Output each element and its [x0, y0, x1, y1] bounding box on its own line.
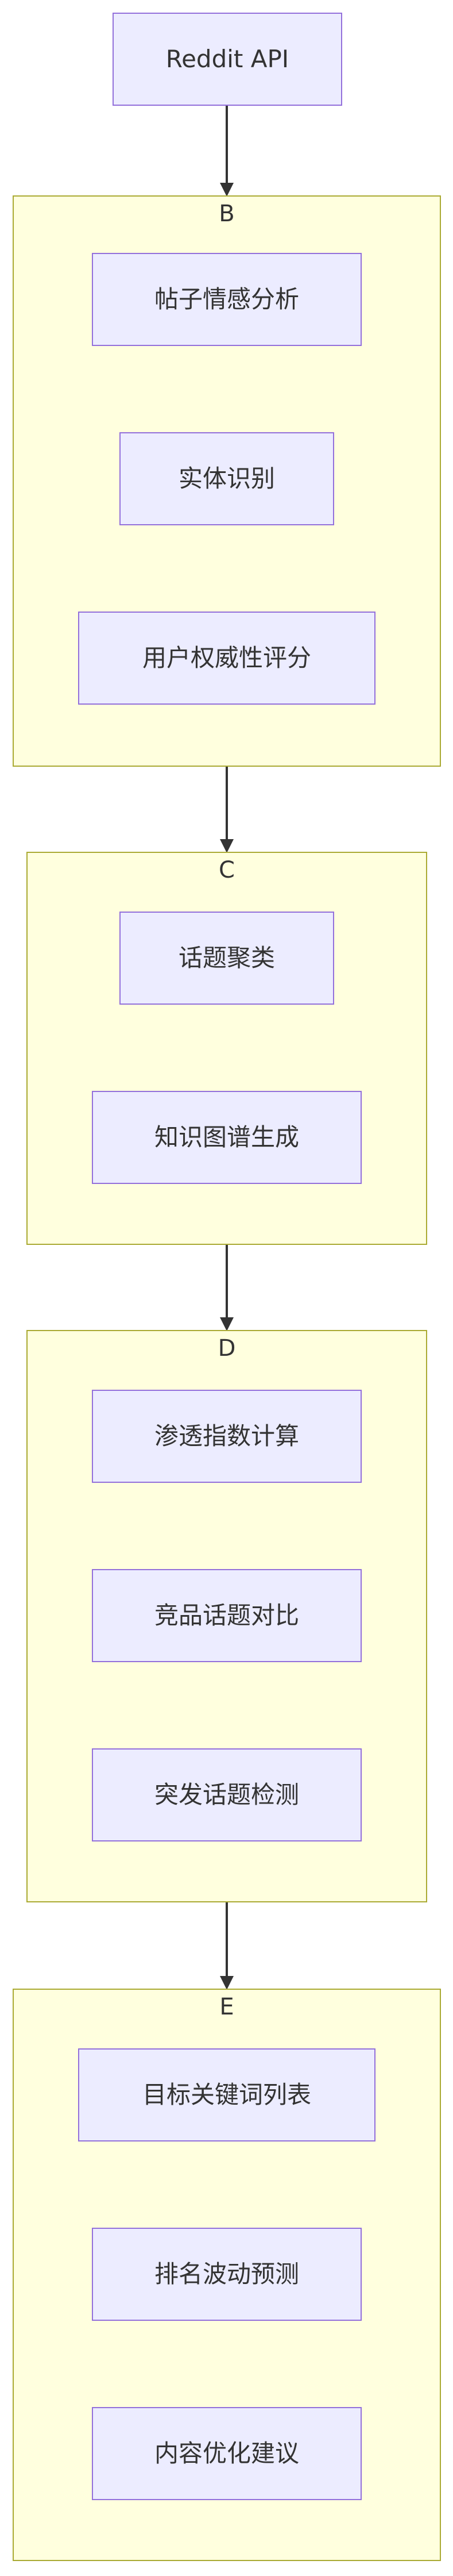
node-topic-clustering: 话题聚类: [119, 912, 334, 1005]
node-label: 目标关键词列表: [142, 2081, 311, 2109]
node-label: 话题聚类: [178, 944, 275, 972]
node-target-keyword-list: 目标关键词列表: [78, 2048, 375, 2141]
node-label: 排名波动预测: [154, 2260, 299, 2288]
cluster-b-label: B: [219, 201, 235, 227]
node-penetration-index: 渗透指数计算: [92, 1390, 362, 1483]
node-entity-recognition: 实体识别: [119, 432, 334, 525]
node-label: 知识图谱生成: [154, 1123, 299, 1151]
cluster-d-label: D: [218, 1335, 236, 1362]
node-user-authority-score: 用户权威性评分: [78, 612, 375, 705]
node-label: 内容优化建议: [154, 2439, 299, 2467]
cluster-e-label: E: [219, 1994, 234, 2020]
node-label: 竞品话题对比: [154, 1601, 299, 1629]
cluster-c: C: [26, 852, 427, 1245]
edge-d-to-e: [226, 1902, 228, 1978]
edge-c-to-d: [226, 1245, 228, 1320]
arrowhead-d-to-e: [220, 1976, 234, 1990]
node-label: 实体识别: [178, 464, 275, 493]
arrowhead-c-to-d: [220, 1317, 234, 1331]
node-trending-topic-detection: 突发话题检测: [92, 1748, 362, 1841]
node-sentiment-analysis: 帖子情感分析: [92, 253, 362, 346]
node-competitor-topic-compare: 竞品话题对比: [92, 1569, 362, 1662]
node-label: Reddit API: [165, 45, 289, 73]
arrowhead-b-to-c: [220, 839, 234, 853]
node-label: 突发话题检测: [154, 1781, 299, 1809]
arrowhead-api-to-b: [220, 183, 234, 197]
edge-b-to-c: [226, 767, 228, 841]
node-ranking-fluctuation-forecast: 排名波动预测: [92, 2228, 362, 2321]
cluster-c-label: C: [219, 857, 235, 883]
node-label: 渗透指数计算: [154, 1422, 299, 1450]
node-knowledge-graph: 知识图谱生成: [92, 1091, 362, 1184]
node-reddit-api: Reddit API: [113, 13, 342, 106]
node-content-optimization-advice: 内容优化建议: [92, 2407, 362, 2500]
node-label: 帖子情感分析: [154, 285, 299, 313]
edge-api-to-b: [226, 106, 228, 185]
node-label: 用户权威性评分: [142, 644, 311, 672]
